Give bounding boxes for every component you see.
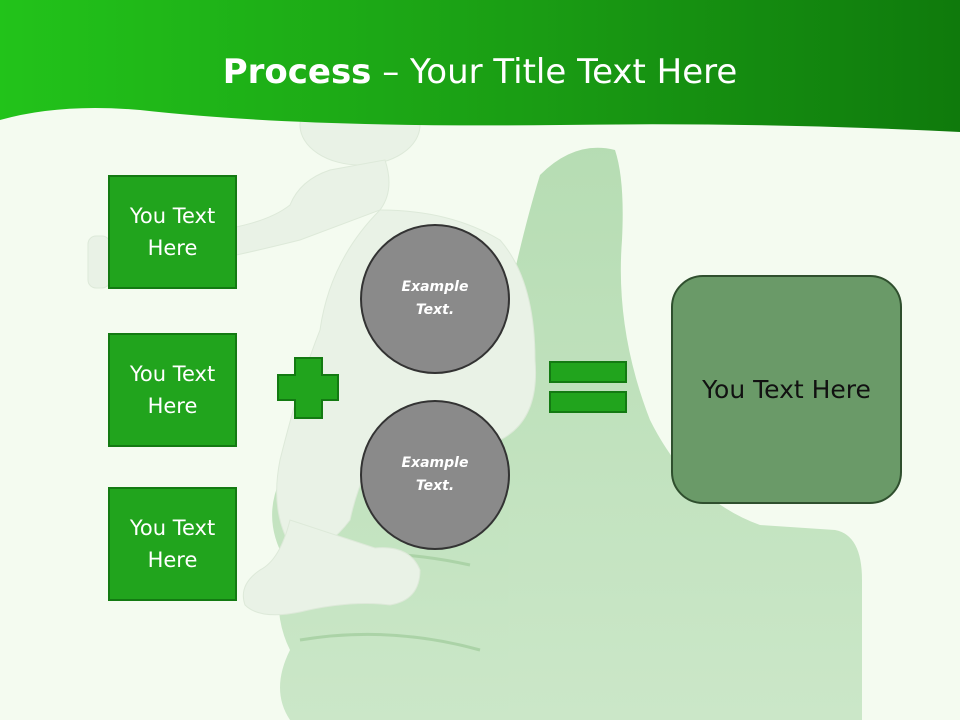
example-circle-2: Example Text. [360,400,510,550]
equals-icon [549,361,627,413]
input-box-1: You Text Here [108,175,237,289]
example-circle-1: Example Text. [360,224,510,374]
input-box-label: You Text Here [129,516,216,572]
input-box-label: You Text Here [129,204,216,260]
result-box: You Text Here [671,275,902,504]
header-banner [0,0,960,132]
circle-label: Example Text. [401,279,469,318]
plus-icon [277,357,339,419]
circle-label: Example Text. [401,455,469,494]
slide-title: Process – Your Title Text Here [0,52,960,92]
title-rest: – Your Title Text Here [371,52,738,92]
result-label: You Text Here [702,375,871,404]
title-bold: Process [222,52,372,92]
input-box-label: You Text Here [129,362,216,418]
input-box-3: You Text Here [108,487,237,601]
input-box-2: You Text Here [108,333,237,447]
